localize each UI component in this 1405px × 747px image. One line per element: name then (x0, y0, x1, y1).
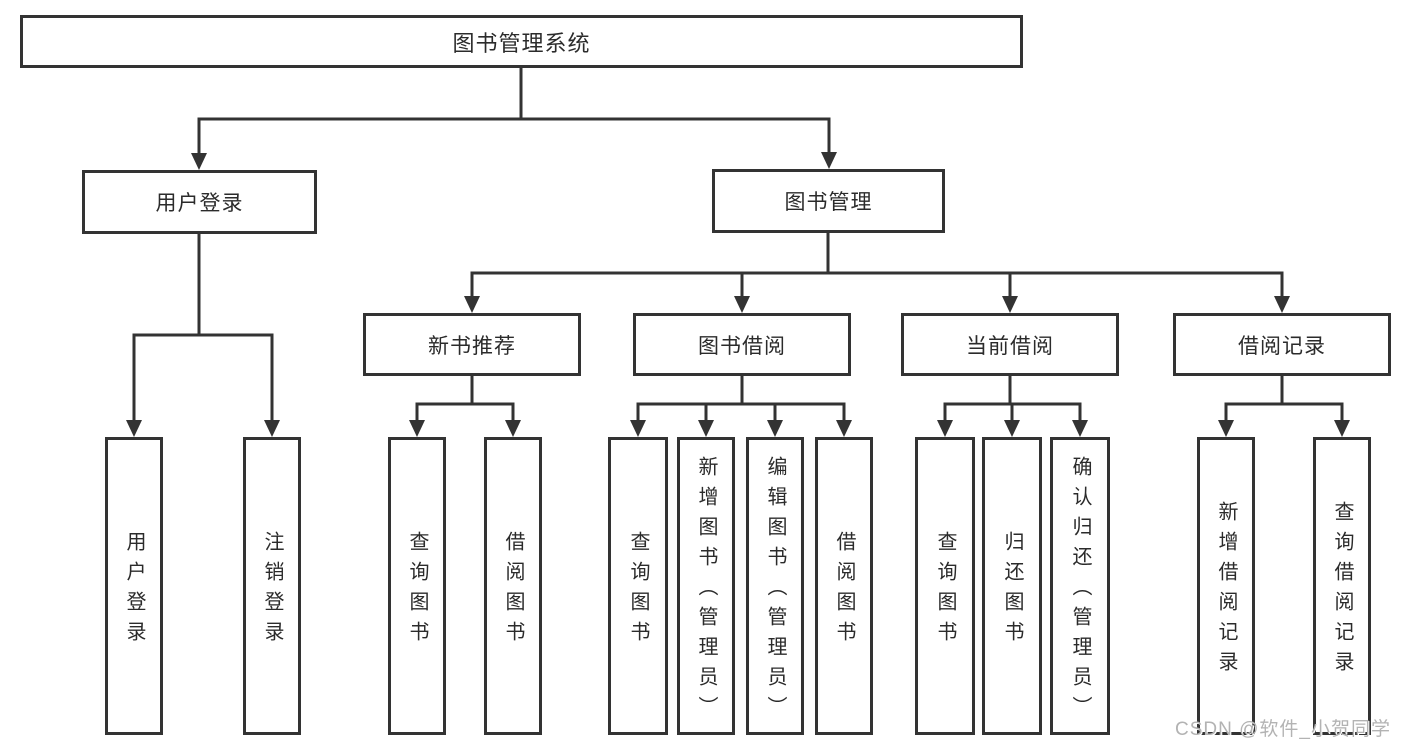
leaf-record-add-record-label: 新增借阅记录 (1215, 501, 1237, 681)
arrowheads (126, 152, 1350, 437)
node-current-borrow: 当前借阅 (901, 313, 1119, 376)
node-borrow-record-label: 借阅记录 (1238, 334, 1326, 358)
node-book-management: 图书管理 (712, 169, 945, 233)
leaf-bookborrow-add-book: 新增图书（管理员） (677, 437, 735, 735)
node-user-login: 用户登录 (82, 170, 317, 234)
node-book-borrow-label: 图书借阅 (698, 334, 786, 358)
leaf-newbook-borrow-book-label: 借阅图书 (502, 531, 524, 651)
leaf-logout-login-label: 注销登录 (261, 531, 283, 651)
leaf-current-return-book: 归还图书 (982, 437, 1042, 735)
leaf-current-return-book-label: 归还图书 (1001, 531, 1023, 651)
leaf-bookborrow-borrow-book: 借阅图书 (815, 437, 873, 735)
leaf-user-login: 用户登录 (105, 437, 163, 735)
node-user-login-label: 用户登录 (155, 192, 244, 215)
leaf-record-query-record: 查询借阅记录 (1313, 437, 1371, 735)
node-root-label: 图书管理系统 (452, 30, 591, 56)
leaf-bookborrow-query-book-label: 查询图书 (627, 531, 649, 651)
leaf-bookborrow-add-book-label: 新增图书（管理员） (695, 456, 717, 726)
leaf-newbook-borrow-book: 借阅图书 (484, 437, 542, 735)
leaf-bookborrow-query-book: 查询图书 (608, 437, 668, 735)
leaf-current-query-book-label: 查询图书 (934, 531, 956, 651)
leaf-record-add-record: 新增借阅记录 (1197, 437, 1255, 735)
leaf-bookborrow-borrow-book-label: 借阅图书 (833, 531, 855, 651)
leaf-bookborrow-edit-book-label: 编辑图书（管理员） (764, 456, 786, 726)
node-book-management-label: 图书管理 (784, 191, 873, 214)
leaf-newbook-query-book-label: 查询图书 (406, 531, 428, 651)
node-borrow-record: 借阅记录 (1173, 313, 1391, 376)
node-current-borrow-label: 当前借阅 (966, 334, 1054, 358)
csdn-watermark: CSDN @软件_小贺同学 (1175, 719, 1391, 740)
node-book-borrow: 图书借阅 (633, 313, 851, 376)
leaf-current-confirm-return: 确认归还（管理员） (1050, 437, 1110, 735)
leaf-logout-login: 注销登录 (243, 437, 301, 735)
leaf-current-confirm-return-label: 确认归还（管理员） (1069, 456, 1091, 726)
leaf-record-query-record-label: 查询借阅记录 (1331, 501, 1353, 681)
node-new-book-recommend: 新书推荐 (363, 313, 581, 376)
leaf-bookborrow-edit-book: 编辑图书（管理员） (746, 437, 804, 735)
leaf-newbook-query-book: 查询图书 (388, 437, 446, 735)
leaf-current-query-book: 查询图书 (915, 437, 975, 735)
node-new-book-recommend-label: 新书推荐 (428, 334, 516, 358)
node-root: 图书管理系统 (20, 15, 1023, 68)
leaf-user-login-label: 用户登录 (123, 531, 145, 651)
